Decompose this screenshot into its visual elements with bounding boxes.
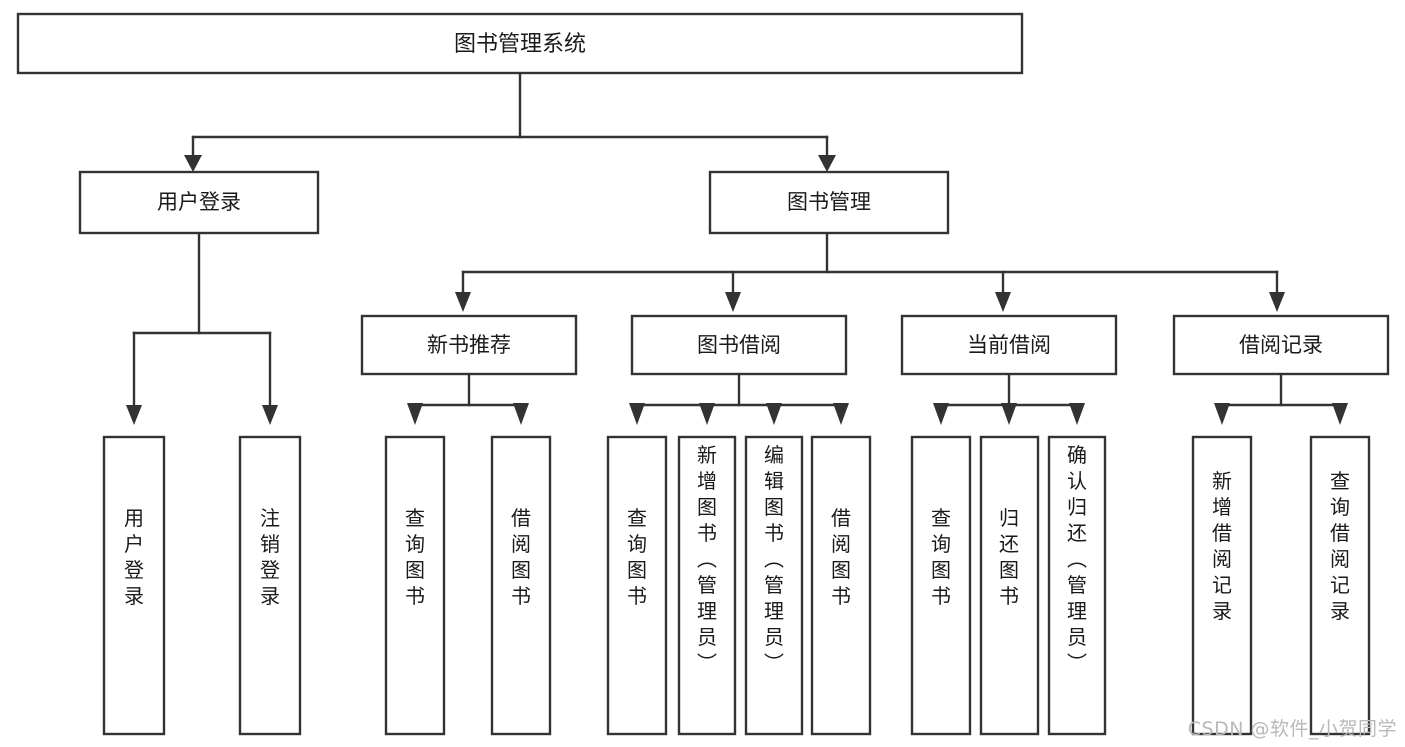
node-leaf-add-book-label: 新增图书︵管理员︶ [697, 443, 717, 675]
arrow-head-leaf-query-book-1 [407, 403, 423, 425]
arrow-head-leaf-add-record [1214, 403, 1230, 425]
node-leaf-query-book-1[interactable]: 查询图书 [384, 435, 446, 736]
arrow-head-book-manage [818, 155, 836, 172]
node-leaf-confirm-return-label: 确认归还︵管理员︶ [1067, 443, 1087, 675]
node-current-borrow-label: 当前借阅 [967, 333, 1051, 357]
arrow-head-current-borrow [995, 292, 1011, 312]
node-leaf-confirm-return-box[interactable] [1047, 435, 1107, 736]
node-leaf-add-book-box[interactable] [677, 435, 737, 736]
arrow-head-leaf-return-book [1001, 403, 1017, 425]
node-leaf-borrow-book-2[interactable]: 借阅图书 [810, 435, 872, 736]
node-leaf-return-book-box[interactable] [979, 435, 1040, 736]
node-leaf-add-book[interactable]: 新增图书︵管理员︶ [677, 435, 737, 736]
arrow-head-book-borrow [725, 292, 741, 312]
arrow-head-borrow-record [1269, 292, 1285, 312]
arrow-head-leaf-edit-book [766, 403, 782, 425]
node-leaf-add-record-label: 新增借阅记录 [1212, 469, 1232, 623]
arrow-head-user-login [184, 155, 202, 172]
csdn-watermark: CSDN @软件_小贺同学 [1187, 718, 1397, 740]
node-user-login-box[interactable] [78, 170, 320, 235]
arrow-head-leaf-add-book [699, 403, 715, 425]
node-leaf-borrow-book-2-label: 借阅图书 [831, 506, 851, 608]
arrow-head-leaf-logout [262, 405, 278, 425]
node-leaf-query-record-label: 查询借阅记录 [1330, 469, 1350, 623]
node-leaf-return-book-label: 归还图书 [999, 506, 1019, 608]
node-current-borrow[interactable]: 当前借阅 [900, 314, 1118, 376]
arrow-head-leaf-query-book-2 [629, 403, 645, 425]
arrow-head-leaf-query-record [1332, 403, 1348, 425]
node-borrow-record-label: 借阅记录 [1239, 333, 1323, 357]
node-new-book-rec-label: 新书推荐 [427, 333, 511, 357]
node-leaf-edit-book-label: 编辑图书︵管理员︶ [764, 443, 784, 675]
arrow-head-leaf-user-login [126, 405, 142, 425]
node-leaf-logout-box[interactable] [238, 435, 302, 736]
node-leaf-confirm-return[interactable]: 确认归还︵管理员︶ [1047, 435, 1107, 736]
node-leaf-query-record-box[interactable] [1309, 435, 1371, 736]
node-leaf-query-book-3[interactable]: 查询图书 [910, 435, 972, 736]
node-user-login-label: 用户登录 [157, 190, 241, 214]
node-leaf-add-record-box[interactable] [1191, 435, 1253, 736]
connector-layer [126, 71, 1348, 425]
node-leaf-edit-book-box[interactable] [744, 435, 804, 736]
node-leaf-borrow-book-1-box[interactable] [490, 435, 552, 736]
arrow-head-leaf-borrow-book-2 [833, 403, 849, 425]
node-leaf-query-book-2-box[interactable] [606, 435, 668, 736]
arrow-head-leaf-confirm-return [1069, 403, 1085, 425]
node-root[interactable]: 图书管理系统 [16, 12, 1024, 75]
node-leaf-query-book-2[interactable]: 查询图书 [606, 435, 668, 736]
node-leaf-query-book-1-label: 查询图书 [405, 506, 425, 608]
node-leaf-borrow-book-1[interactable]: 借阅图书 [490, 435, 552, 736]
node-leaf-user-login-label: 用户登录 [124, 506, 144, 608]
node-root-label: 图书管理系统 [454, 32, 586, 57]
node-leaf-query-book-1-box[interactable] [384, 435, 446, 736]
node-borrow-record-box[interactable] [1172, 314, 1390, 376]
node-new-book-rec-box[interactable] [360, 314, 578, 376]
node-leaf-user-login-box[interactable] [102, 435, 166, 736]
node-book-manage-box[interactable] [708, 170, 950, 235]
node-new-book-rec[interactable]: 新书推荐 [360, 314, 578, 376]
node-leaf-borrow-book-2-box[interactable] [810, 435, 872, 736]
node-leaf-query-book-2-label: 查询图书 [627, 506, 647, 608]
arrow-head-leaf-query-book-3 [933, 403, 949, 425]
node-book-manage-label: 图书管理 [787, 190, 871, 214]
node-leaf-query-record[interactable]: 查询借阅记录 [1309, 435, 1371, 736]
node-book-borrow-label: 图书借阅 [697, 333, 781, 357]
node-book-borrow[interactable]: 图书借阅 [630, 314, 848, 376]
node-leaf-borrow-book-1-label: 借阅图书 [511, 506, 531, 608]
arrow-head-leaf-borrow-book-1 [513, 403, 529, 425]
node-root-box[interactable] [16, 12, 1024, 75]
node-leaf-user-login[interactable]: 用户登录 [102, 435, 166, 736]
node-leaf-add-record[interactable]: 新增借阅记录 [1191, 435, 1253, 736]
node-current-borrow-box[interactable] [900, 314, 1118, 376]
node-leaf-logout[interactable]: 注销登录 [238, 435, 302, 736]
node-borrow-record[interactable]: 借阅记录 [1172, 314, 1390, 376]
node-book-borrow-box[interactable] [630, 314, 848, 376]
node-leaf-edit-book[interactable]: 编辑图书︵管理员︶ [744, 435, 804, 736]
node-book-manage[interactable]: 图书管理 [708, 170, 950, 235]
node-leaf-logout-label: 注销登录 [260, 506, 280, 608]
arrow-head-new-book-rec [455, 292, 471, 312]
node-leaf-return-book[interactable]: 归还图书 [979, 435, 1040, 736]
node-leaf-query-book-3-box[interactable] [910, 435, 972, 736]
node-user-login[interactable]: 用户登录 [78, 170, 320, 235]
node-leaf-query-book-3-label: 查询图书 [931, 506, 951, 608]
